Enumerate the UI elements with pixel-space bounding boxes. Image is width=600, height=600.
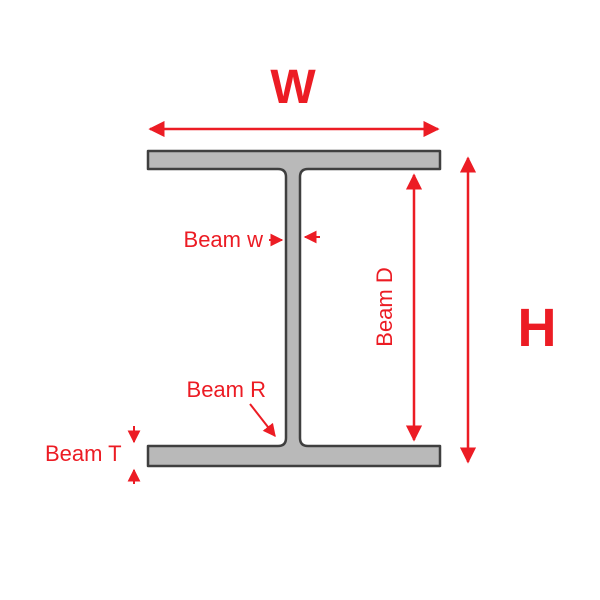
radius-label: Beam R [187, 377, 266, 402]
flange-thickness-label: Beam T [45, 441, 122, 466]
height-label: H [518, 298, 557, 358]
ibeam-shape [146, 149, 442, 468]
depth-label: Beam D [372, 267, 397, 346]
width-label: W [270, 61, 316, 114]
radius-pointer-arrow [249, 403, 276, 438]
web-thickness-label: Beam w [184, 227, 264, 252]
